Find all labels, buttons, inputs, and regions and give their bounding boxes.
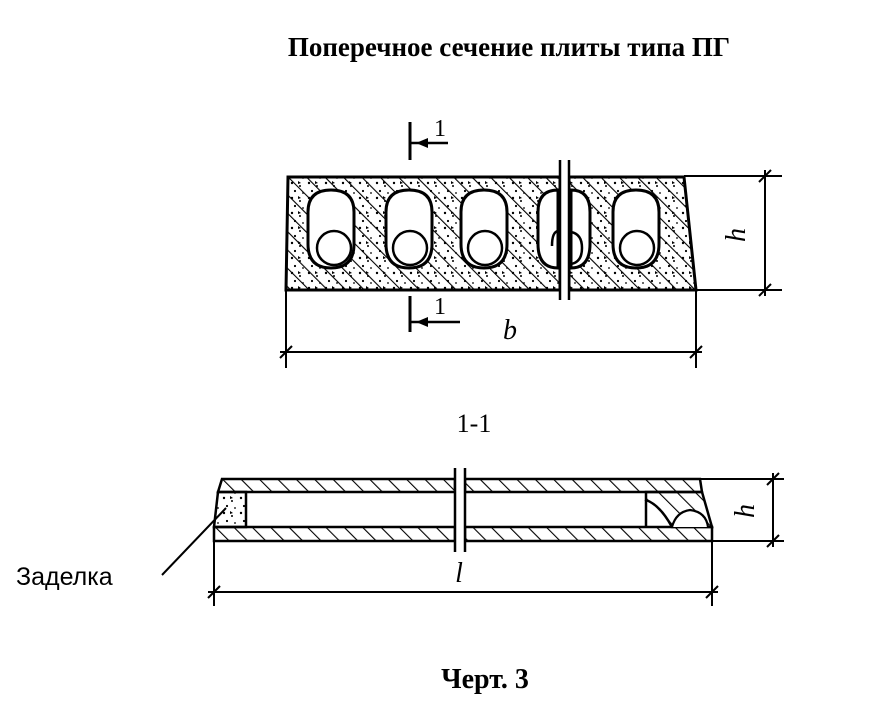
end-fill-label: Заделка: [16, 563, 113, 591]
end-fill-left: [212, 490, 248, 529]
width-dimension-label: b: [503, 315, 517, 346]
slab-cross-section: 1 1 b h: [279, 116, 782, 368]
section-mark-top-label: 1: [434, 116, 446, 142]
cross-section-break-line: [558, 160, 571, 300]
void-1: [306, 188, 356, 270]
end-fill-leader-line: [161, 507, 227, 576]
width-dimension: b: [279, 290, 703, 368]
section-mark-top: 1: [408, 116, 448, 160]
section-title: 1-1: [457, 409, 492, 438]
figure-caption: Черт. 3: [441, 664, 529, 695]
longitudinal-break-line: [453, 468, 467, 552]
bottom-shell-right: [463, 525, 714, 543]
height-dimension-longitudinal: h: [700, 472, 784, 548]
slab-longitudinal-section: Заделка l h: [16, 468, 784, 606]
top-shell-right: [463, 477, 704, 494]
top-shell-left: [216, 477, 457, 494]
void-5: [611, 188, 661, 270]
diagram-title: Поперечное сечение плиты типа ПГ: [288, 32, 730, 62]
void-3: [459, 188, 509, 270]
void-2: [384, 188, 434, 270]
section-mark-bottom-label: 1: [434, 294, 446, 320]
void-4: [536, 188, 592, 270]
bottom-shell-left: [212, 525, 457, 543]
height-dimension-cross: h: [684, 169, 782, 297]
length-dimension: l: [207, 541, 719, 606]
height-dimension-cross-label: h: [721, 228, 752, 242]
section-mark-bottom: 1: [408, 294, 460, 332]
length-dimension-label: l: [455, 558, 463, 589]
height-dimension-longitudinal-label: h: [730, 504, 761, 518]
